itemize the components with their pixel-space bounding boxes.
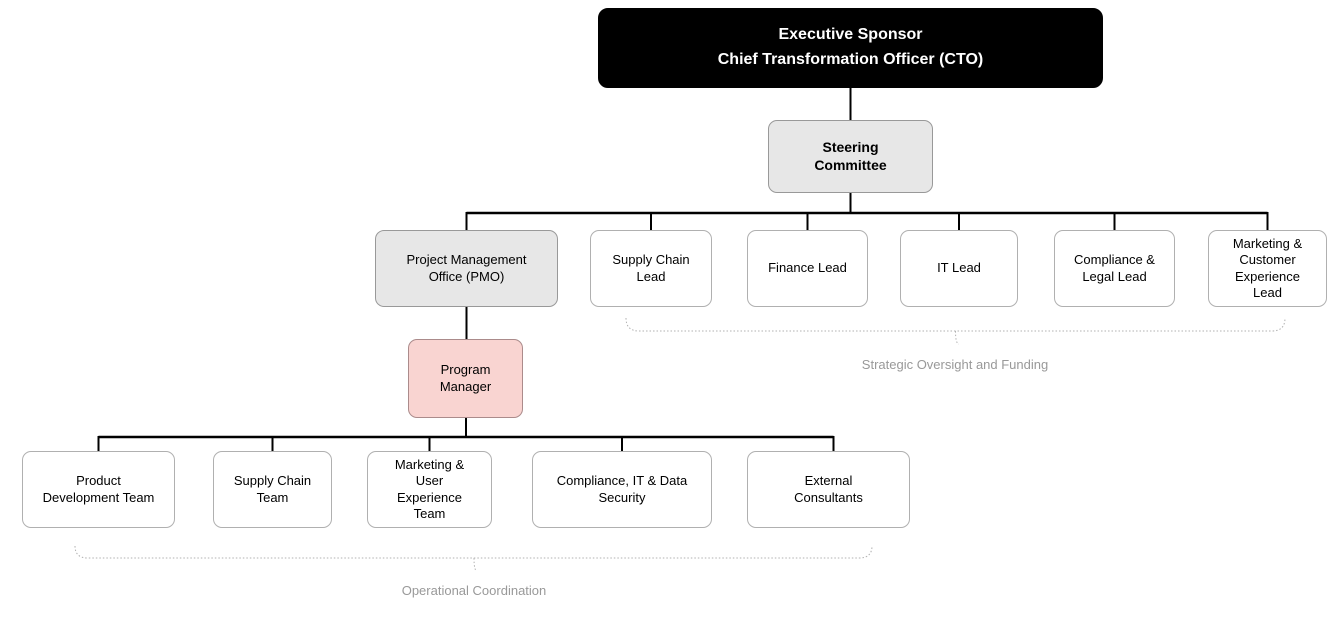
annotation-operational-coordination: Operational Coordination (401, 583, 547, 598)
annotation-strategic-oversight: Strategic Oversight and Funding (861, 357, 1049, 372)
node-compliance-it-data-security: Compliance, IT & Data Security (532, 451, 712, 528)
node-product-development-team: Product Development Team (22, 451, 175, 528)
node-supply-chain-lead: Supply Chain Lead (590, 230, 712, 307)
node-finance-lead: Finance Lead (747, 230, 868, 307)
brace-strategic-oversight (625, 317, 1286, 345)
node-marketing-customer-experience-lead: Marketing & Customer Experience Lead (1208, 230, 1327, 307)
node-program-manager: Program Manager (408, 339, 523, 418)
connector-drops-row5 (97, 436, 835, 451)
node-steering-committee: Steering Committee (768, 120, 933, 193)
node-marketing-user-experience-team: Marketing & User Experience Team (367, 451, 492, 528)
node-supply-chain-team: Supply Chain Team (213, 451, 332, 528)
node-executive-sponsor: Executive Sponsor Chief Transformation O… (598, 8, 1103, 88)
connector-drops-row3 (465, 212, 1269, 230)
brace-operational-coordination (74, 545, 873, 572)
node-project-management-office: Project Management Office (PMO) (375, 230, 558, 307)
node-external-consultants: External Consultants (747, 451, 910, 528)
node-compliance-legal-lead: Compliance & Legal Lead (1054, 230, 1175, 307)
node-it-lead: IT Lead (900, 230, 1018, 307)
